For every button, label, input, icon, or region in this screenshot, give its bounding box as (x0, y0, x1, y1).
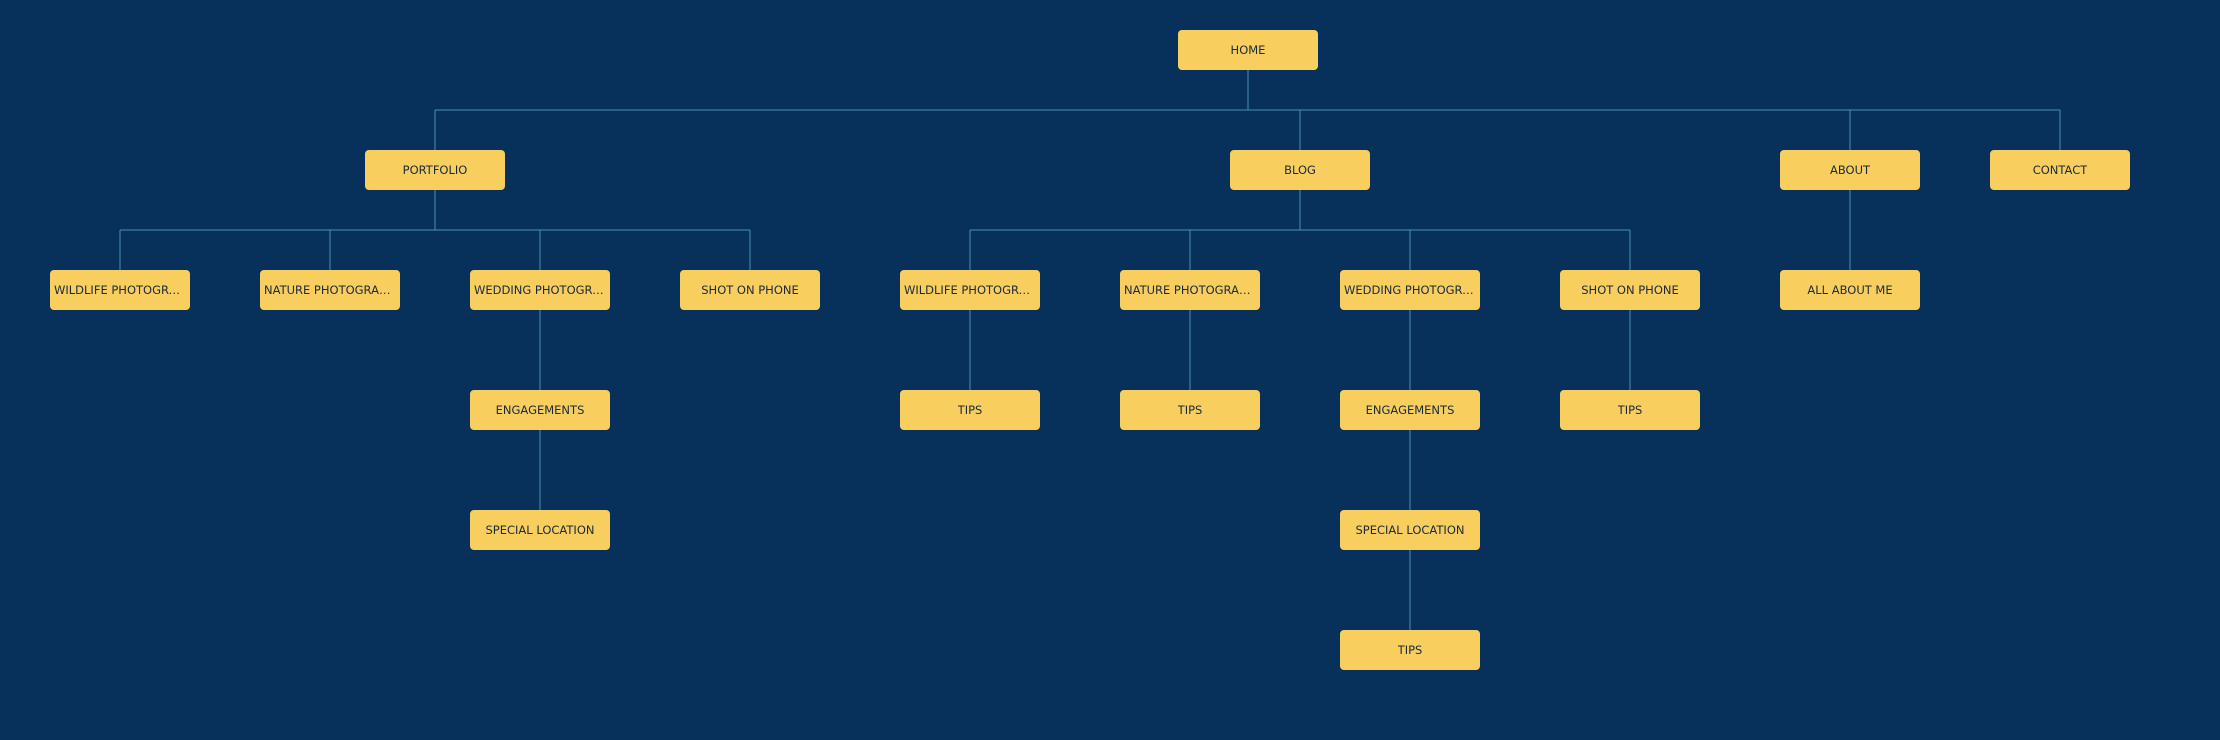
node-portfolio-wedding-label: WEDDING PHOTOGRAPHY (474, 283, 606, 297)
node-portfolio-nature[interactable]: NATURE PHOTOGRAPHY (260, 270, 400, 310)
node-blog-nature-tips[interactable]: TIPS (1120, 390, 1260, 430)
node-contact-label: CONTACT (2032, 163, 2088, 177)
node-portfolio-shot-on-phone-label: SHOT ON PHONE (701, 283, 799, 297)
node-blog-wedding[interactable]: WEDDING PHOTOGRAPHY (1340, 270, 1480, 310)
node-portfolio-engagements-label: ENGAGEMENTS (495, 403, 585, 417)
node-blog-shot-on-phone-tips[interactable]: TIPS (1560, 390, 1700, 430)
node-portfolio-nature-label: NATURE PHOTOGRAPHY (264, 283, 396, 297)
node-about[interactable]: ABOUT (1780, 150, 1920, 190)
node-blog-shot-on-phone-label: SHOT ON PHONE (1581, 283, 1679, 297)
node-about-label: ABOUT (1829, 163, 1871, 177)
node-home[interactable]: HOME (1178, 30, 1318, 70)
node-home-label: HOME (1230, 43, 1266, 57)
node-portfolio-shot-on-phone[interactable]: SHOT ON PHONE (680, 270, 820, 310)
node-blog-shot-on-phone-tips-label: TIPS (1617, 403, 1643, 417)
node-portfolio-special-location[interactable]: SPECIAL LOCATION (470, 510, 610, 550)
node-portfolio[interactable]: PORTFOLIO (365, 150, 505, 190)
node-blog-special-location-tips[interactable]: TIPS (1340, 630, 1480, 670)
node-portfolio-wildlife[interactable]: WILDLIFE PHOTOGRAPHY (50, 270, 190, 310)
node-blog-wildlife-tips-label: TIPS (957, 403, 983, 417)
node-blog-label: BLOG (1284, 163, 1316, 177)
node-portfolio-wildlife-label: WILDLIFE PHOTOGRAPHY (54, 283, 186, 297)
node-portfolio-label: PORTFOLIO (402, 163, 468, 177)
node-blog-nature[interactable]: NATURE PHOTOGRAPH... (1120, 270, 1260, 310)
node-portfolio-special-location-label: SPECIAL LOCATION (485, 523, 595, 537)
node-portfolio-wedding[interactable]: WEDDING PHOTOGRAPHY (470, 270, 610, 310)
node-blog-wildlife[interactable]: WILDLIFE PHOTOGRAPHY (900, 270, 1040, 310)
node-blog-special-location-label: SPECIAL LOCATION (1355, 523, 1465, 537)
node-about-all-about-me-label: ALL ABOUT ME (1807, 283, 1893, 297)
node-blog-nature-tips-label: TIPS (1177, 403, 1203, 417)
node-blog-engagements[interactable]: ENGAGEMENTS (1340, 390, 1480, 430)
node-about-all-about-me[interactable]: ALL ABOUT ME (1780, 270, 1920, 310)
node-portfolio-engagements[interactable]: ENGAGEMENTS (470, 390, 610, 430)
node-blog[interactable]: BLOG (1230, 150, 1370, 190)
node-blog-shot-on-phone[interactable]: SHOT ON PHONE (1560, 270, 1700, 310)
node-blog-special-location[interactable]: SPECIAL LOCATION (1340, 510, 1480, 550)
node-blog-wedding-label: WEDDING PHOTOGRAPHY (1344, 283, 1476, 297)
node-blog-wildlife-label: WILDLIFE PHOTOGRAPHY (904, 283, 1036, 297)
node-blog-nature-label: NATURE PHOTOGRAPH... (1124, 283, 1256, 297)
node-contact[interactable]: CONTACT (1990, 150, 2130, 190)
node-blog-engagements-label: ENGAGEMENTS (1365, 403, 1455, 417)
node-blog-special-location-tips-label: TIPS (1397, 643, 1423, 657)
node-blog-wildlife-tips[interactable]: TIPS (900, 390, 1040, 430)
